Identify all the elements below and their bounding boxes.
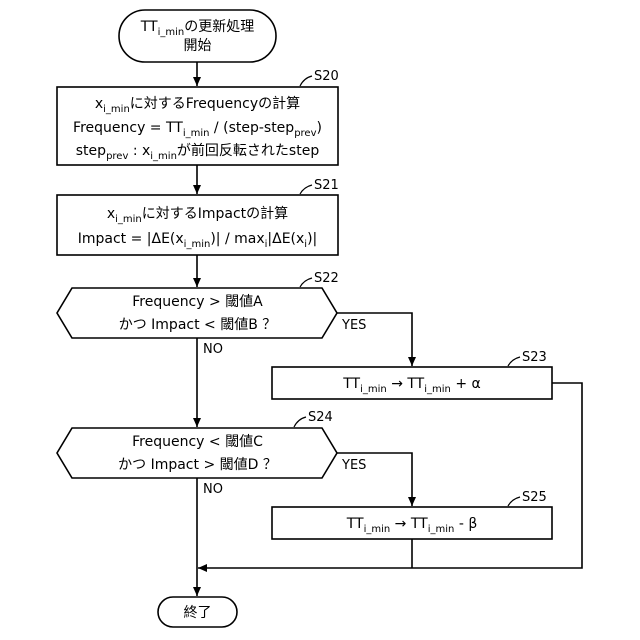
decision-s24: Frequency < 閾値C かつ Impact > 閾値D ？ S24 YE…	[57, 410, 366, 497]
s23-leader	[508, 357, 520, 366]
s24-step-label: S24	[308, 410, 333, 425]
s20-step-label: S20	[314, 69, 339, 84]
s24-line1: Frequency < 閾値C	[132, 434, 263, 450]
process-s21: xi_minに対するImpactの計算 Impact = |ΔE(xi_min)…	[57, 178, 339, 255]
end-label: 終了	[184, 605, 212, 621]
s22-leader	[300, 278, 312, 287]
s21-step-label: S21	[314, 178, 339, 193]
s22-yes-label: YES	[341, 318, 366, 333]
start-label-line2: 開始	[184, 38, 212, 54]
s24-yes-label: YES	[341, 458, 366, 473]
s25-leader	[508, 497, 520, 506]
start-terminal: TTi_minの更新処理 開始	[119, 10, 276, 62]
process-s20: xi_minに対するFrequencyの計算 Frequency = TTi_m…	[57, 69, 339, 165]
s22-line2: かつ Impact < 閾値B ？	[119, 317, 277, 333]
s22-step-label: S22	[314, 271, 339, 286]
s24-no-label: NO	[203, 482, 223, 497]
s23-step-label: S23	[522, 350, 547, 365]
s24-leader	[294, 417, 306, 427]
s25-step-label: S25	[522, 490, 547, 505]
s22-line1: Frequency > 閾値A	[132, 294, 263, 310]
end-terminal: 終了	[158, 597, 237, 627]
s24-line2: かつ Impact > 閾値D ？	[118, 457, 277, 473]
decision-s22: Frequency > 閾値A かつ Impact < 閾値B ？ S22 YE…	[57, 271, 366, 357]
s21-leader	[300, 185, 312, 194]
start-terminal-shape	[119, 10, 276, 62]
s22-no-label: NO	[203, 342, 223, 357]
s20-leader	[300, 76, 312, 86]
